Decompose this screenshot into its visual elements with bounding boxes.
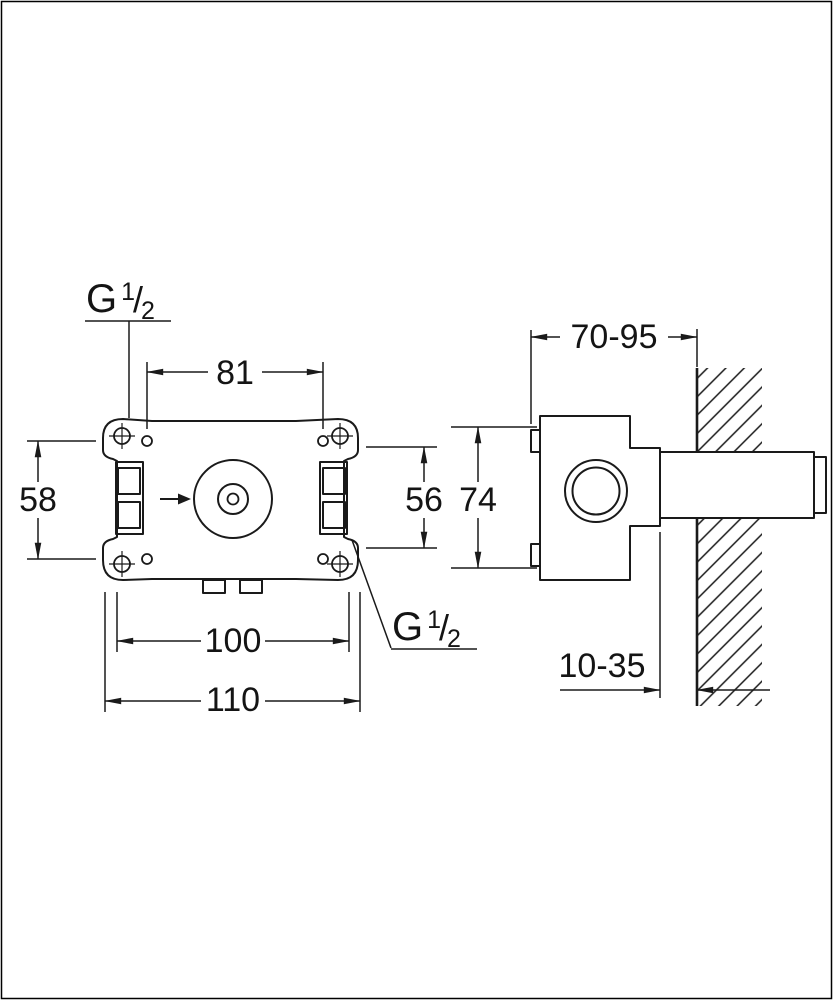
wall-hatch — [698, 368, 762, 706]
housing-outline — [539, 415, 661, 581]
valve-body-circles — [193, 459, 273, 539]
dim-70-95-label: 70-95 — [571, 318, 658, 356]
front-view: 81 58 56 100 — [13, 277, 477, 719]
boss-circles — [564, 459, 628, 523]
dim-56: 56 — [366, 446, 449, 549]
left-connection-port — [115, 461, 144, 535]
dim-81-label: 81 — [216, 354, 254, 392]
dim-110-label: 110 — [206, 681, 260, 719]
dim-10-35-label: 10-35 — [559, 647, 646, 685]
dim-100: 100 — [116, 592, 350, 660]
fixing-holes — [141, 435, 329, 565]
dim-70-95: 70-95 — [530, 318, 698, 424]
corner-screws — [109, 423, 353, 577]
dim-74-label: 74 — [459, 481, 497, 519]
dim-100-label: 100 — [205, 622, 262, 660]
right-connection-port — [319, 461, 348, 535]
dim-58-label: 58 — [19, 481, 57, 519]
thread-label-bottom-leader — [351, 539, 392, 649]
flow-arrow-icon — [160, 493, 191, 505]
side-view: 74 70-95 10-35 — [451, 318, 827, 706]
dim-81: 81 — [146, 354, 324, 429]
dim-58: 58 — [13, 440, 96, 560]
dim-56-label: 56 — [405, 481, 443, 519]
bottom-tabs — [202, 579, 263, 594]
spout-body — [659, 451, 815, 519]
dim-10-35: 10-35 — [559, 532, 770, 698]
spout-end-cap — [813, 456, 827, 514]
dim-110: 110 — [104, 592, 361, 719]
dim-74: 74 — [451, 426, 537, 569]
rear-tabs — [530, 429, 541, 567]
